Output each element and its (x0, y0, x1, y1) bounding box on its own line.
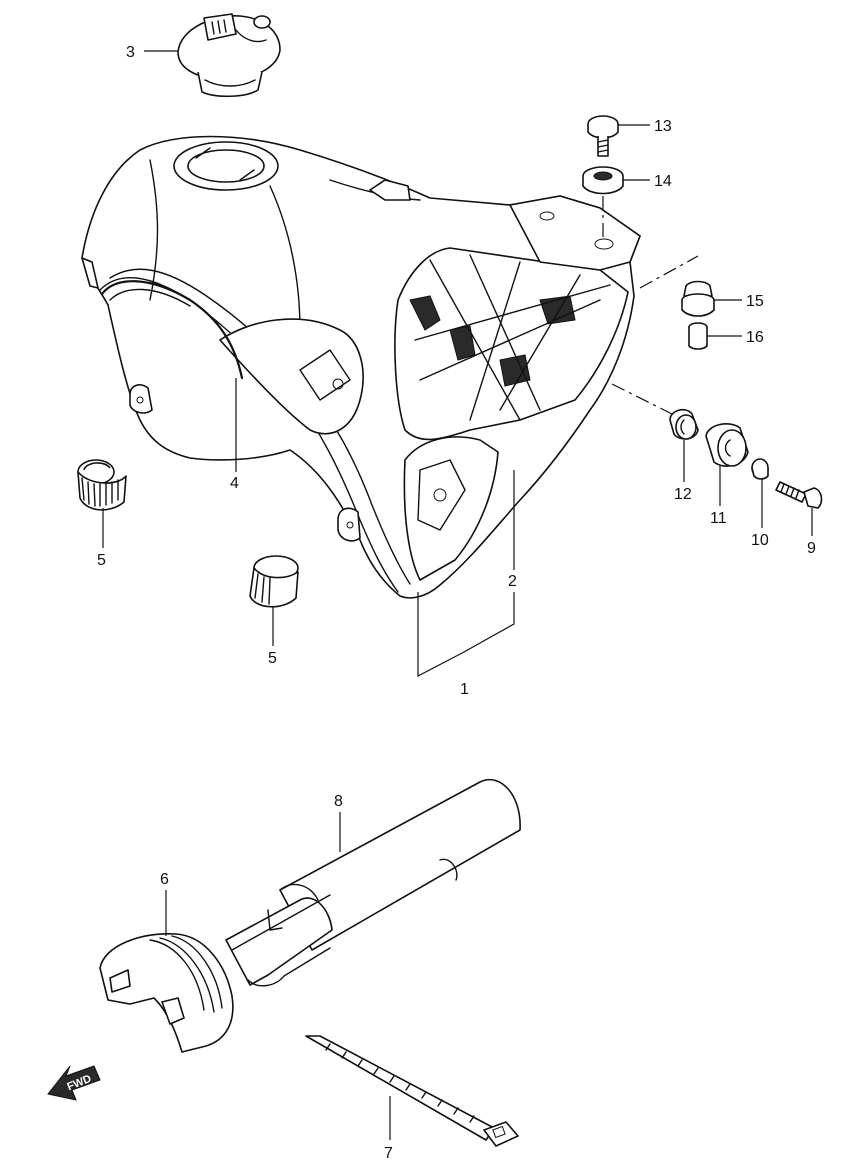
fuel-cap[interactable] (177, 13, 281, 98)
callout-12: 12 (674, 486, 692, 503)
collar-14[interactable] (582, 166, 624, 195)
callout-10: 10 (751, 532, 769, 549)
cushion-11[interactable] (705, 423, 749, 467)
grommet-15[interactable] (681, 280, 715, 317)
callout-14: 14 (654, 173, 672, 190)
cushion-upper[interactable] (77, 459, 127, 511)
callout-5-lower: 5 (268, 650, 277, 667)
collar-16[interactable] (688, 322, 708, 350)
callout-16: 16 (746, 329, 764, 346)
callout-1: 1 (460, 681, 469, 698)
callout-labels: 1 2 3 4 5 5 6 7 8 9 10 11 12 13 14 15 16 (97, 44, 816, 1162)
bolt-9[interactable] (775, 481, 823, 509)
cushion-12[interactable] (669, 408, 699, 440)
callout-13: 13 (654, 118, 672, 135)
callout-2: 2 (508, 573, 517, 590)
washer-10[interactable] (751, 458, 769, 480)
callout-5-upper: 5 (97, 552, 106, 569)
callout-8: 8 (334, 793, 343, 810)
cushion-lower[interactable] (249, 555, 299, 608)
callout-9: 9 (807, 540, 816, 557)
callout-6: 6 (160, 871, 169, 888)
tank-seal-strip[interactable] (100, 280, 244, 380)
callout-15: 15 (746, 293, 764, 310)
bolt-13[interactable] (587, 115, 619, 157)
callout-7: 7 (384, 1145, 393, 1162)
callout-11: 11 (710, 510, 727, 527)
callout-4: 4 (230, 475, 239, 492)
hose-protector[interactable] (99, 933, 234, 1053)
breather-hose[interactable] (225, 778, 521, 987)
fwd-arrow-icon: FWD (47, 1065, 101, 1101)
assembly-center-lines (602, 196, 699, 415)
leader-lines (102, 50, 813, 1140)
fuel-tank[interactable] (81, 135, 641, 599)
cable-tie[interactable] (305, 1035, 519, 1147)
callout-3: 3 (126, 44, 135, 61)
